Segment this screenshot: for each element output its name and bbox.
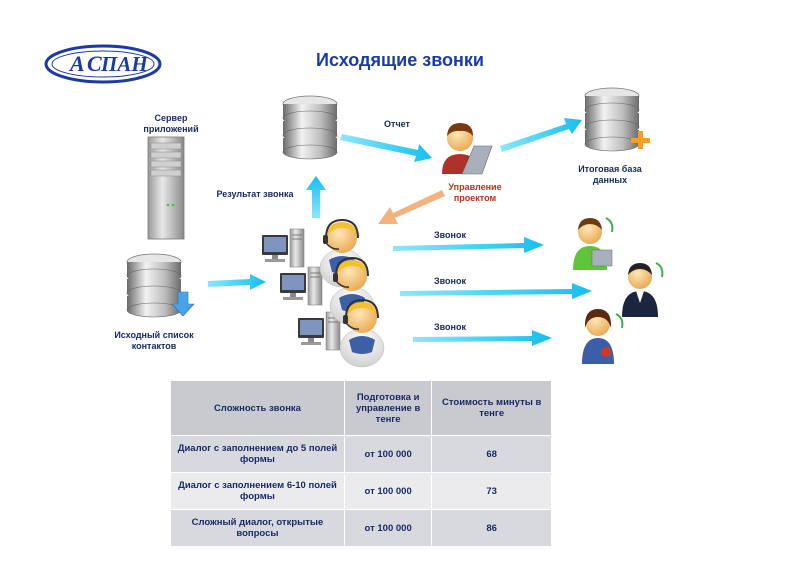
label-report: Отчет: [384, 119, 410, 129]
server-tower-icon: [147, 136, 185, 240]
customer-phone-icon: [573, 217, 664, 364]
final-database-icon: [584, 87, 650, 152]
header-complexity: Сложность звонка: [171, 381, 345, 436]
arrow-call-1: [393, 237, 544, 253]
arrow-to-final-db: [500, 118, 582, 152]
logo-letter-c: С: [87, 51, 102, 76]
cell-preparation: от 100 000: [344, 435, 433, 473]
header-preparation: Подготовка и управление в тенге: [344, 381, 433, 436]
label-call-3: Звонок: [434, 322, 466, 332]
desktop-computer-icon: [261, 228, 341, 351]
cost-table-header: Сложность звонка Подготовка и управление…: [171, 381, 552, 436]
results-database-icon: [282, 95, 338, 160]
label-call-1: Звонок: [434, 230, 466, 240]
manager-laptop-icon: [442, 123, 493, 175]
cell-preparation: от 100 000: [344, 472, 433, 510]
page-title: Исходящие звонки: [316, 50, 484, 70]
aspan-logo: А С ПАН: [44, 44, 162, 84]
label-app-server: Сервер приложений: [143, 113, 199, 134]
cell-minute-cost: 86: [431, 509, 552, 546]
table-row: Диалог с заполнением до 5 полей формы от…: [171, 435, 552, 473]
download-arrow-icon: [171, 291, 195, 317]
label-source-list: Исходный список контактов: [114, 330, 194, 351]
logo-letter-a: А: [68, 51, 85, 76]
header-minute-cost: Стоимость минуты в тенге: [431, 381, 552, 436]
table-row: Сложный диалог, открытые вопросы от 100 …: [171, 509, 552, 546]
arrow-call-3: [413, 330, 552, 346]
table-row: Диалог с заполнением 6-10 полей формы от…: [171, 472, 552, 510]
cell-complexity: Сложный диалог, открытые вопросы: [171, 509, 345, 546]
cell-complexity: Диалог с заполнением 6-10 полей формы: [171, 472, 345, 510]
flow-arrows: [208, 118, 592, 346]
label-call-result: Результат звонка: [216, 189, 294, 199]
arrow-report: [340, 134, 432, 162]
arrow-management-to-operators: [378, 190, 445, 224]
cell-minute-cost: 73: [431, 472, 552, 510]
cell-complexity: Диалог с заполнением до 5 полей формы: [171, 435, 345, 473]
logo-letters-pan: ПАН: [100, 52, 148, 76]
arrow-operators-to-results: [306, 176, 326, 218]
arrow-source-to-operators: [208, 274, 266, 290]
cell-minute-cost: 68: [431, 435, 552, 473]
cost-table: Сложность звонка Подготовка и управление…: [171, 381, 552, 546]
label-final-db: Итоговая база данных: [578, 164, 642, 185]
label-call-2: Звонок: [434, 276, 466, 286]
label-management: Управление проектом: [448, 182, 502, 203]
plus-icon: [631, 131, 650, 149]
arrow-call-2: [400, 283, 592, 299]
source-database-icon: [126, 253, 195, 318]
cell-preparation: от 100 000: [344, 509, 433, 546]
